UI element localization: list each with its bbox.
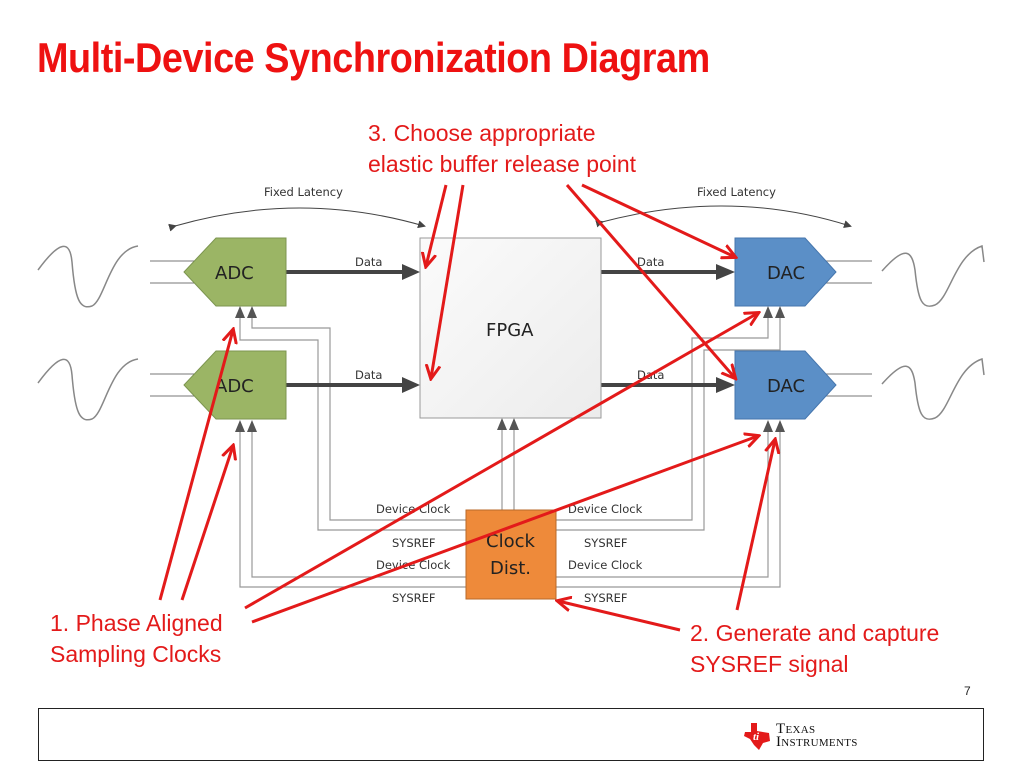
annotation-arrow: [581, 183, 735, 257]
signal-label-sysref: SYSREF: [392, 591, 436, 605]
annotation-arrow: [565, 184, 735, 378]
annotation-text: elastic buffer release point: [368, 151, 637, 177]
dac-label: DAC: [767, 376, 805, 397]
data-label: Data: [355, 368, 382, 382]
annotation-arrow: [251, 436, 758, 624]
adc-block-top: ADC: [183, 237, 287, 307]
slide-title: Multi-Device Synchronization Diagram: [37, 34, 710, 81]
annotation-text: SYSREF signal: [690, 651, 849, 677]
clock-dist-block: Clock Dist.: [465, 509, 557, 600]
signal-label-device-clock: Device Clock: [376, 558, 451, 572]
adc-label: ADC: [215, 376, 254, 397]
fixed-latency-label-right: Fixed Latency: [697, 185, 776, 199]
clock-dist-label-line1: Clock: [486, 531, 535, 552]
fixed-latency-right: Fixed Latency: [595, 185, 852, 229]
sine-wave-icon: [37, 245, 139, 308]
data-label: Data: [355, 255, 382, 269]
fixed-latency-label-left: Fixed Latency: [264, 185, 343, 199]
signal-label-device-clock: Device Clock: [568, 502, 643, 516]
sine-wave-icon: [881, 357, 985, 420]
annotation-text: 1. Phase Aligned: [50, 610, 223, 636]
signal-label-device-clock: Device Clock: [568, 558, 643, 572]
texas-state-icon: ti: [744, 723, 770, 750]
annotation-step1: 1. Phase Aligned Sampling Clocks: [50, 608, 223, 670]
fpga-label: FPGA: [486, 320, 534, 341]
signal-label-sysref: SYSREF: [392, 536, 436, 550]
svg-text:ti: ti: [753, 731, 760, 743]
signal-label-device-clock: Device Clock: [376, 502, 451, 516]
annotation-step3: 3. Choose appropriate elastic buffer rel…: [368, 118, 636, 180]
annotation-arrow: [735, 440, 775, 611]
annotation-arrow: [244, 313, 758, 610]
page-number: 7: [964, 684, 971, 698]
clock-dist-label-line2: Dist.: [490, 558, 531, 579]
sine-wave-icon: [881, 244, 985, 307]
texas-instruments-logo: ti Texas Instruments: [742, 718, 858, 754]
annotation-step2: 2. Generate and capture SYSREF signal: [690, 618, 939, 680]
fpga-block: FPGA: [419, 237, 602, 419]
data-label: Data: [637, 255, 664, 269]
dac-label: DAC: [767, 263, 805, 284]
annotation-text: 3. Choose appropriate: [368, 120, 596, 146]
logo-line2: Instruments: [776, 734, 858, 750]
signal-label-sysref: SYSREF: [584, 536, 628, 550]
footer-bar: [38, 708, 984, 761]
annotation-arrow: [180, 446, 233, 601]
annotation-arrow: [426, 184, 448, 266]
logo-line1: Texas: [776, 721, 816, 737]
fixed-latency-left: Fixed Latency: [168, 185, 426, 232]
dac-block-bottom: DAC: [734, 350, 837, 420]
annotation-arrow: [558, 601, 681, 632]
adc-block-bottom: ADC: [183, 350, 287, 420]
adc-label: ADC: [215, 263, 254, 284]
dac-block-top: DAC: [734, 237, 837, 307]
annotation-arrow: [431, 184, 465, 378]
annotation-arrow: [158, 330, 233, 601]
signal-label-sysref: SYSREF: [584, 591, 628, 605]
annotation-text: 2. Generate and capture: [690, 620, 940, 646]
annotation-text: Sampling Clocks: [50, 641, 222, 667]
sine-wave-icon: [37, 358, 139, 421]
